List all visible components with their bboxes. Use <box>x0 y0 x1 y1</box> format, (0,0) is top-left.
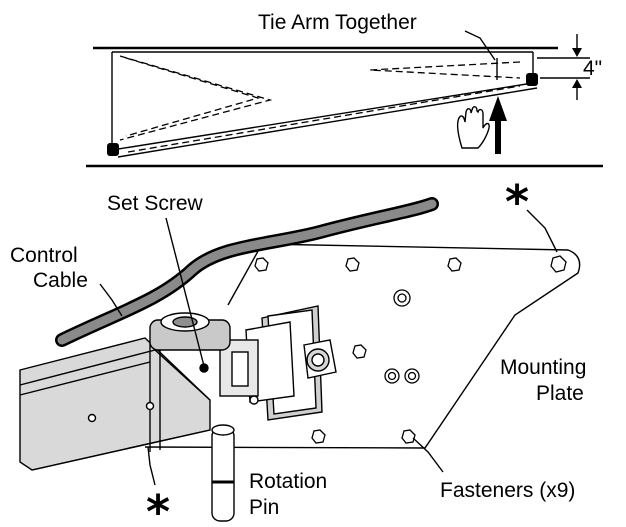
up-arrow-icon <box>489 96 507 154</box>
dimension-marker: 4" <box>537 34 602 100</box>
asterisk-marker-bottom: * <box>146 485 170 527</box>
set-screw-leader <box>165 217 205 367</box>
mounting-plate-label-line1: Mounting <box>500 356 586 379</box>
set-screw-label: Set Screw <box>107 192 204 215</box>
asterisk-marker-top: * <box>505 175 529 229</box>
fastener-group <box>254 255 567 444</box>
tie-arm-leader <box>464 30 496 61</box>
hand-icon <box>456 106 490 149</box>
control-cable-label-line1: Control <box>10 244 78 267</box>
rotator-head <box>219 305 337 421</box>
control-cable-leader <box>99 283 123 317</box>
asterisk-leader-bottom <box>147 446 156 486</box>
rotation-pin-label-line2: Pin <box>249 496 279 519</box>
dimension-label: 4" <box>583 57 602 80</box>
rotation-pin <box>211 424 235 522</box>
top-inset: Tie Arm Together 4" <box>86 11 603 168</box>
folded-arm <box>107 51 538 158</box>
mounting-plate-label-line2: Plate <box>536 382 584 405</box>
fasteners-label: Fasteners (x9) <box>440 479 575 502</box>
mounting-plate <box>144 209 581 473</box>
control-cable <box>55 197 439 347</box>
fasteners-leader <box>412 437 444 473</box>
control-cable-label-line2: Cable <box>33 269 88 292</box>
asterisk-leader-top <box>526 209 558 253</box>
arm-assembly <box>19 312 259 471</box>
rotation-pin-label-line1: Rotation <box>249 470 327 493</box>
tie-arm-label: Tie Arm Together <box>258 11 417 34</box>
